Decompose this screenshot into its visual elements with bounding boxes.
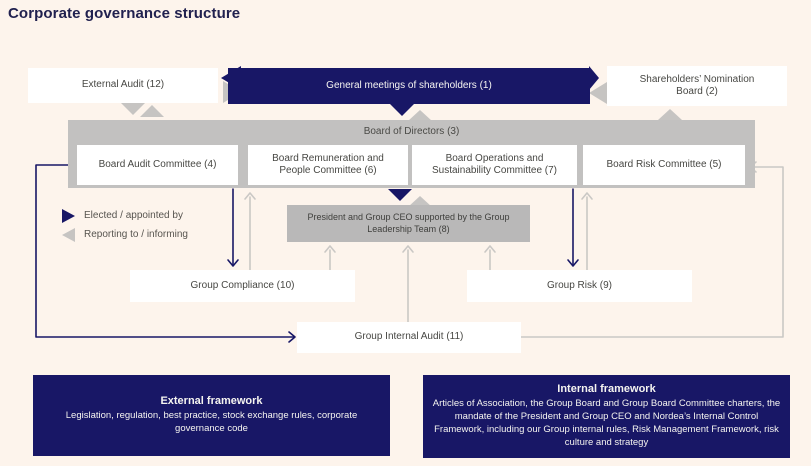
legend-elected: Elected / appointed by <box>62 208 188 223</box>
node-external-audit: External Audit (12) <box>28 68 218 103</box>
elected-arrow-icon <box>62 208 75 223</box>
node-group-risk: Group Risk (9) <box>467 270 692 302</box>
connector-internal-audit-to-board-risk <box>520 166 784 338</box>
node-general-meetings: General meetings of shareholders (1) <box>228 68 590 104</box>
legend-reporting-label: Reporting to / informing <box>84 229 188 240</box>
node-shareholders-nomination-board: Shareholders’ Nomination Board (2) <box>607 66 787 106</box>
external-framework-box: External framework Legislation, regulati… <box>33 375 390 456</box>
legend-elected-label: Elected / appointed by <box>84 210 183 221</box>
arrow-head-down-icon <box>227 259 239 267</box>
arrow-head-up-icon <box>484 245 496 253</box>
reporting-arrow-icon <box>62 227 75 242</box>
reporting-arrow-icon <box>121 103 145 115</box>
node-board-risk-committee: Board Risk Committee (5) <box>583 145 745 185</box>
internal-framework-title: Internal framework <box>557 383 656 396</box>
node-board-operations-committee: Board Operations and Sustainability Comm… <box>412 145 577 185</box>
arrow-head-up-icon <box>402 245 414 253</box>
external-framework-title: External framework <box>160 395 263 408</box>
internal-framework-body: Articles of Association, the Group Board… <box>432 398 781 448</box>
reporting-arrow-icon <box>658 109 682 120</box>
arrow-head-down-icon <box>567 259 579 267</box>
elected-arrow-icon <box>589 66 599 90</box>
legend: Elected / appointed by Reporting to / in… <box>62 208 188 246</box>
reporting-arrow-icon <box>589 82 607 104</box>
internal-framework-box: Internal framework Articles of Associati… <box>423 375 790 458</box>
arrow-head-up-icon <box>324 245 336 253</box>
node-board-remuneration-committee: Board Remuneration and People Committee … <box>248 145 408 185</box>
reporting-arrow-icon <box>140 105 164 117</box>
node-board-audit-committee: Board Audit Committee (4) <box>77 145 238 185</box>
board-of-directors-label: Board of Directors (3) <box>363 126 460 137</box>
arrow-head-right-icon <box>288 331 296 343</box>
node-group-internal-audit: Group Internal Audit (11) <box>297 322 521 353</box>
page-title: Corporate governance structure <box>8 5 241 22</box>
elected-arrow-icon <box>388 189 412 201</box>
connector-audit-committee-to-internal-audit <box>35 164 295 338</box>
arrow-head-up-icon <box>581 192 593 200</box>
legend-reporting: Reporting to / informing <box>62 227 188 242</box>
elected-arrow-icon <box>390 104 414 116</box>
node-group-compliance: Group Compliance (10) <box>130 270 355 302</box>
external-framework-body: Legislation, regulation, best practice, … <box>65 410 358 434</box>
node-president-ceo: President and Group CEO supported by the… <box>287 205 530 242</box>
arrow-head-up-icon <box>244 192 256 200</box>
